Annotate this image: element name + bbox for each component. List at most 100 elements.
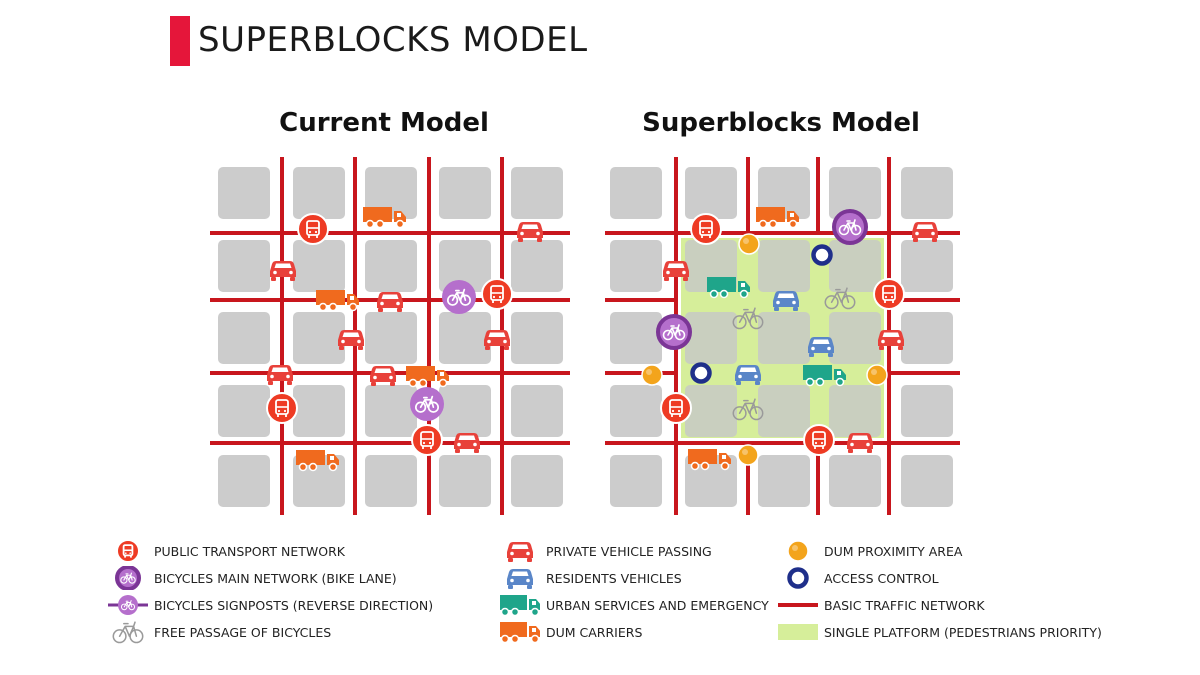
blue-car-icon — [507, 569, 533, 589]
street-vertical — [746, 443, 750, 515]
city-block — [365, 312, 417, 364]
city-block — [293, 240, 345, 292]
bike-lane-icon — [832, 209, 868, 245]
city-block — [610, 455, 662, 507]
city-block — [293, 167, 345, 219]
city-block — [829, 385, 881, 437]
city-block — [511, 455, 563, 507]
city-block — [829, 312, 881, 364]
city-block — [511, 167, 563, 219]
city-block — [758, 385, 810, 437]
street-horizontal — [889, 298, 960, 302]
green-rect-icon — [778, 624, 818, 640]
access-control-icon — [787, 567, 809, 589]
street-vertical — [427, 157, 431, 515]
city-block — [610, 385, 662, 437]
public-transport-icon — [297, 213, 329, 245]
legend-free-bike: FREE PASSAGE OF BICYCLES — [108, 620, 331, 644]
legend-urban-services: URBAN SERVICES AND EMERGENCY — [500, 593, 769, 617]
legend-label: RESIDENTS VEHICLES — [546, 570, 682, 586]
private-vehicle-icon — [370, 366, 396, 386]
superblocks-model-title: Superblocks Model — [642, 108, 920, 138]
private-vehicle-icon — [507, 542, 533, 562]
public-transport-icon — [803, 424, 835, 456]
city-block — [365, 167, 417, 219]
public-transport-icon — [411, 424, 443, 456]
private-vehicle-icon — [377, 292, 403, 312]
street-horizontal — [605, 231, 960, 235]
bike-signpost-icon — [442, 280, 476, 314]
dum-proximity-icon — [737, 444, 759, 466]
current-model-map — [210, 157, 570, 515]
street-vertical — [816, 157, 820, 235]
bike-circle-icon — [115, 566, 141, 590]
city-block — [901, 240, 953, 292]
public-transport-icon — [660, 392, 692, 424]
access-control-icon — [811, 244, 833, 266]
green-truck-icon — [500, 595, 540, 617]
city-block — [218, 312, 270, 364]
resident-vehicle-icon — [773, 291, 799, 311]
public-transport-icon — [266, 392, 298, 424]
private-vehicle-icon — [847, 433, 873, 453]
city-block — [365, 455, 417, 507]
city-block — [901, 455, 953, 507]
free-bicycle-icon — [112, 621, 144, 644]
red-car-icon — [507, 542, 533, 562]
legend-label: FREE PASSAGE OF BICYCLES — [154, 624, 332, 640]
resident-vehicle-icon — [507, 569, 533, 589]
city-block — [511, 385, 563, 437]
dum-proximity-icon — [641, 364, 663, 386]
orange-dot-icon — [787, 540, 809, 562]
legend-label: PRIVATE VEHICLE PASSING — [546, 543, 712, 559]
street-horizontal — [210, 441, 570, 445]
city-block — [901, 312, 953, 364]
city-block — [218, 167, 270, 219]
city-block — [293, 312, 345, 364]
city-block — [439, 167, 491, 219]
urban-services-icon — [707, 277, 750, 299]
legend-private-vehicle: PRIVATE VEHICLE PASSING — [500, 539, 712, 563]
city-block — [685, 312, 737, 364]
city-blocks — [218, 167, 563, 507]
legend-access-control: ACCESS CONTROL — [778, 566, 939, 590]
city-block — [610, 167, 662, 219]
bike-lane-icon — [115, 566, 141, 590]
dum-proximity-icon — [787, 540, 809, 562]
private-vehicle-icon — [663, 261, 689, 281]
bike-signpost-icon — [118, 595, 138, 615]
city-block — [685, 385, 737, 437]
private-vehicle-icon — [338, 330, 364, 350]
page-title: SUPERBLOCKS MODEL — [198, 20, 588, 60]
street-vertical — [280, 157, 284, 515]
city-block — [829, 240, 881, 292]
dum-carrier-icon — [500, 622, 540, 644]
street-horizontal — [889, 371, 960, 375]
free-bicycle-icon — [824, 287, 856, 310]
city-block — [439, 240, 491, 292]
city-block — [901, 167, 953, 219]
city-block — [365, 240, 417, 292]
city-block — [511, 312, 563, 364]
dum-carrier-icon — [406, 366, 449, 388]
private-vehicle-icon — [484, 330, 510, 350]
legend-bike-main: BICYCLES MAIN NETWORK (BIKE LANE) — [108, 566, 397, 590]
city-block — [439, 385, 491, 437]
private-vehicle-icon — [878, 330, 904, 350]
city-block — [758, 240, 810, 292]
dum-carrier-icon — [296, 450, 339, 472]
legend-label: PUBLIC TRANSPORT NETWORK — [154, 543, 345, 559]
legend-resident-vehicle: RESIDENTS VEHICLES — [500, 566, 682, 590]
city-block — [610, 240, 662, 292]
city-block — [685, 167, 737, 219]
city-block — [829, 167, 881, 219]
public-transport-icon — [481, 278, 513, 310]
dum-proximity-icon — [866, 364, 888, 386]
city-block — [758, 455, 810, 507]
bus-circle-icon — [116, 539, 140, 563]
resident-vehicle-icon — [735, 365, 761, 385]
legend-label: DUM CARRIERS — [546, 624, 643, 640]
bike-signpost-icon — [410, 387, 444, 421]
street-horizontal — [605, 441, 960, 445]
city-block — [365, 385, 417, 437]
